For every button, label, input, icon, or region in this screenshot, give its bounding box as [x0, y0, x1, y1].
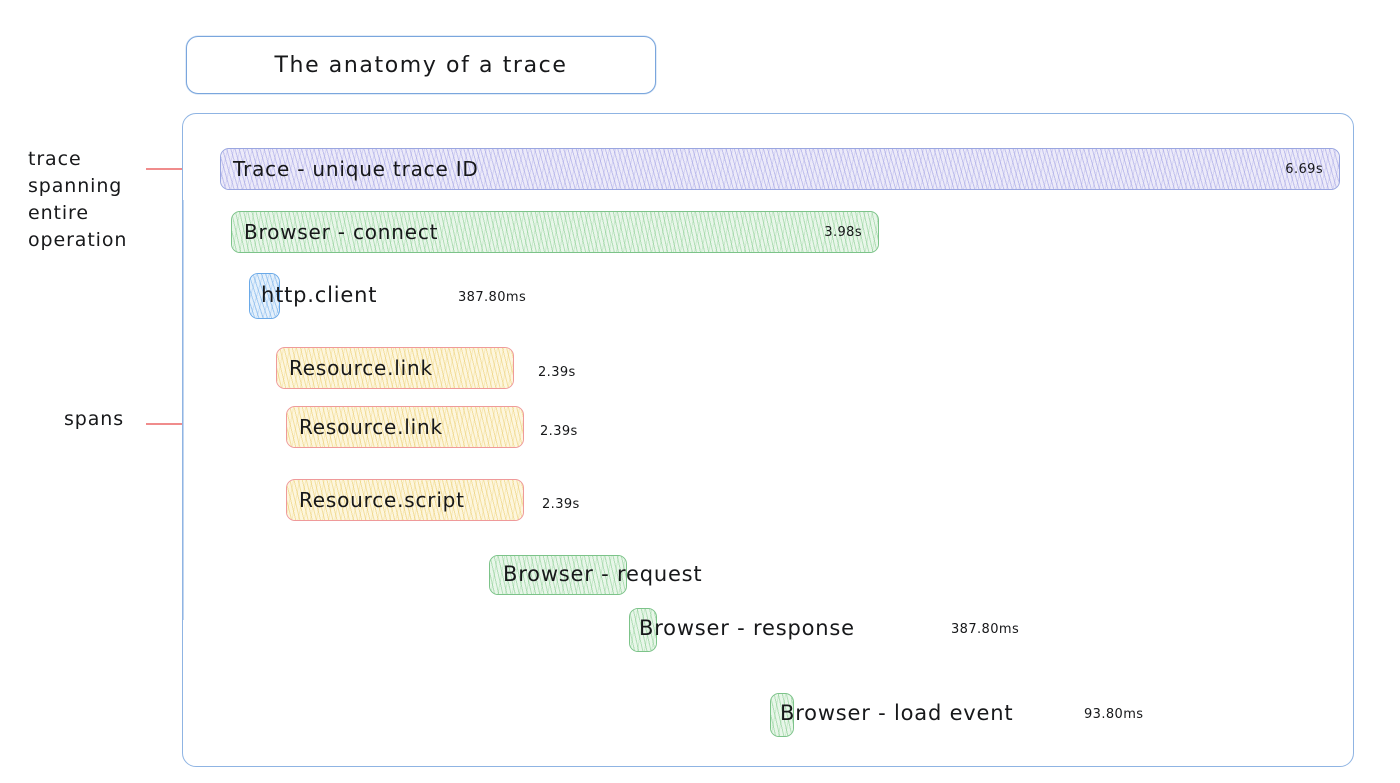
resource-link-1-row[interactable]: Resource.link — [276, 347, 514, 389]
spans-annotation: spans — [64, 406, 124, 433]
trace-annotation-line-3: entire — [28, 202, 89, 224]
resource-script-row-label: Resource.script — [299, 488, 465, 512]
spans-annotation-label: spans — [64, 408, 125, 430]
trace-annotation-line-2: spanning — [28, 175, 123, 197]
trace-annotation: trace spanning entire operation — [28, 146, 178, 254]
trace-annotation-leader-line — [146, 168, 204, 170]
resource-link-2-row-duration: 2.39s — [540, 424, 578, 439]
diagram-title-box: The anatomy of a trace — [186, 36, 656, 94]
trace-row[interactable]: Trace - unique trace ID 6.69s — [220, 148, 1340, 190]
http-client-row-duration: 387.80ms — [458, 290, 527, 305]
resource-link-2-row-label: Resource.link — [299, 415, 443, 439]
trace-annotation-line-4: operation — [28, 229, 128, 251]
resource-script-row-duration: 2.39s — [542, 497, 580, 512]
browser-load-row-duration: 93.80ms — [1084, 707, 1144, 722]
resource-link-2-row[interactable]: Resource.link — [286, 406, 524, 448]
trace-row-duration: 6.69s — [1285, 161, 1323, 177]
trace-annotation-line-1: trace — [28, 148, 82, 170]
trace-row-label: Trace - unique trace ID — [233, 157, 479, 181]
browser-connect-row-duration: 3.98s — [824, 224, 862, 240]
http-client-row-label: http.client — [261, 283, 378, 307]
browser-response-row-duration: 387.80ms — [951, 622, 1020, 637]
spans-annotation-leader-line — [146, 423, 212, 425]
resource-link-1-row-label: Resource.link — [289, 356, 433, 380]
resource-link-1-row-duration: 2.39s — [538, 365, 576, 380]
container-left-guide — [182, 200, 184, 620]
browser-load-row-label: Browser - load event — [780, 701, 1014, 725]
page-title: The anatomy of a trace — [274, 52, 568, 78]
browser-connect-row[interactable]: Browser - connect 3.98s — [231, 211, 879, 253]
resource-script-row[interactable]: Resource.script — [286, 479, 524, 521]
browser-response-row-label: Browser - response — [639, 616, 855, 640]
browser-request-row-label: Browser - request — [503, 562, 703, 586]
browser-connect-row-label: Browser - connect — [244, 220, 439, 244]
